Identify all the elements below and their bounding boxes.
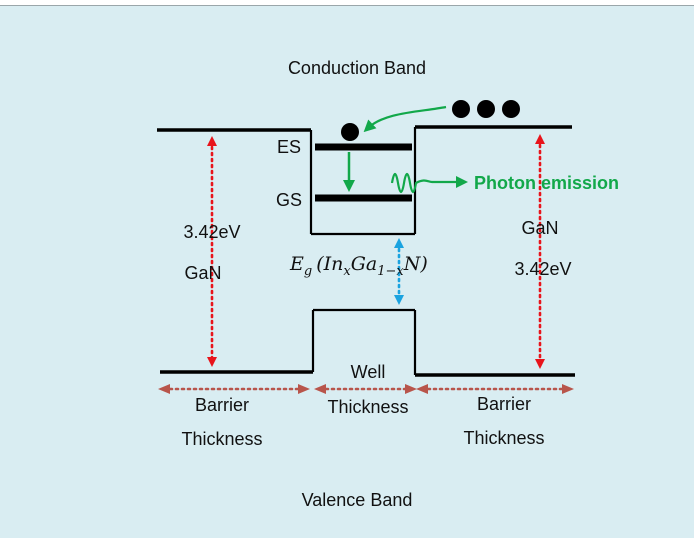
well-label-line1: Well [351,362,386,382]
electron-icon [502,100,520,118]
left-energy-label: 3.42eV [183,222,240,242]
capture-arrow [363,105,447,133]
left-barrier-label-line1: Barrier [195,395,249,415]
right-material-label: GaN [521,218,558,238]
es-label: ES [277,137,301,157]
right-barrier-label-line2: Thickness [463,428,544,448]
valence-band-label: Valence Band [302,490,413,510]
left-material-label: GaN [184,263,221,283]
photon-emission-label: Photon emission [474,173,619,193]
well-bandgap-equation: Eg(InxGa1−xN) [289,253,428,279]
left-barrier-label-line2: Thickness [181,429,262,449]
diagram-background [0,5,694,538]
photon-wave-icon [390,172,468,194]
right-barrier-label-line1: Barrier [477,394,531,414]
electron-icon [452,100,470,118]
electron-icon [477,100,495,118]
well-label-line2: Thickness [327,397,408,417]
right-energy-label: 3.42eV [514,259,571,279]
gs-label: GS [276,190,302,210]
conduction-band-profile [157,125,572,236]
electron-icon [341,123,359,141]
conduction-band-label: Conduction Band [288,58,426,78]
valence-band-profile [160,308,575,377]
